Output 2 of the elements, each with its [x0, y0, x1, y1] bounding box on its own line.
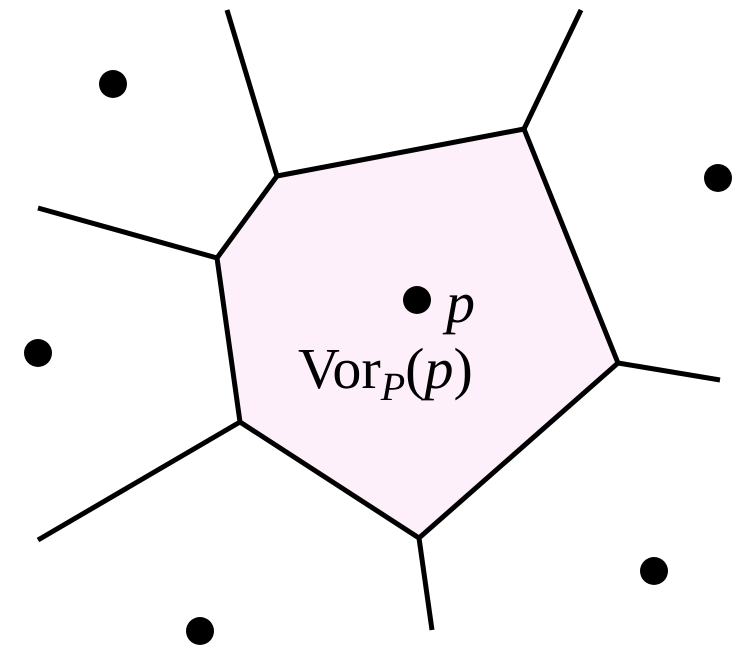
cell-label: Vor$_{P}$(p) — [298, 340, 473, 407]
voronoi-cell — [214, 126, 622, 542]
